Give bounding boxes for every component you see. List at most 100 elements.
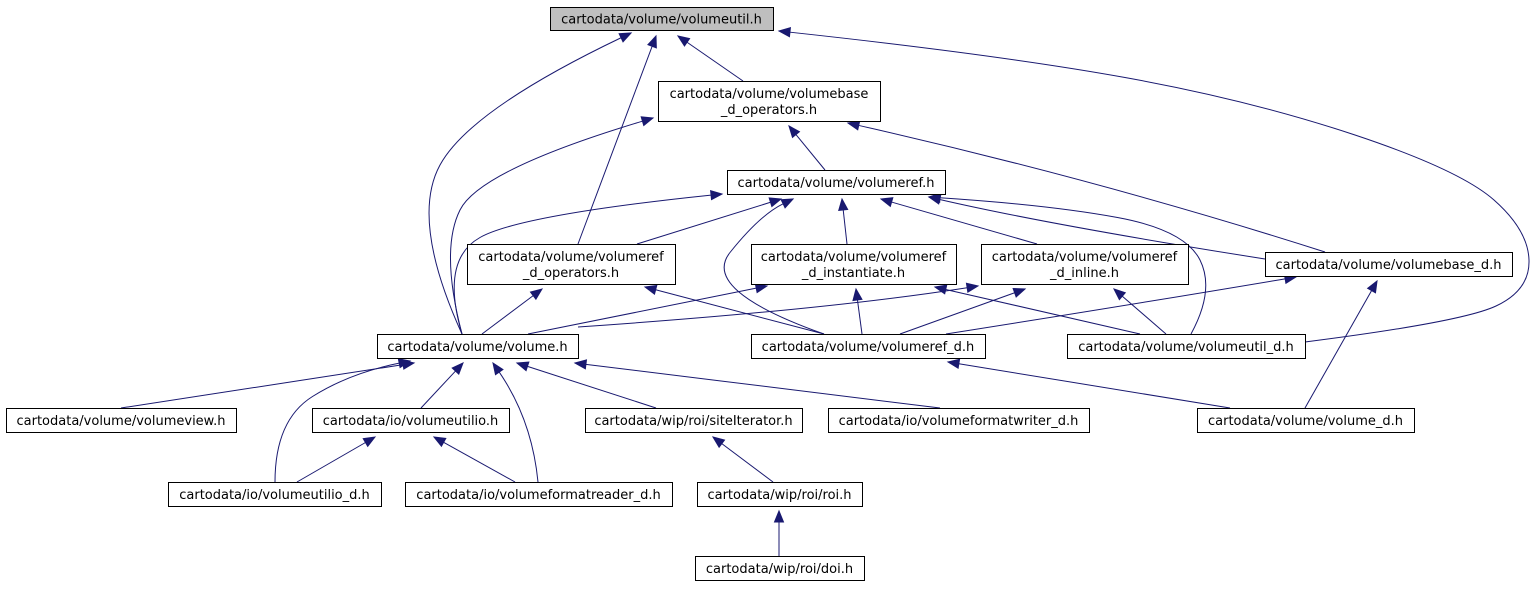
- node[interactable]: cartodata/volume/volumeref_d_instantiate…: [751, 244, 957, 285]
- node[interactable]: cartodata/io/volumeutilio_d.h: [168, 482, 382, 507]
- edge-line: [527, 287, 757, 335]
- node-box[interactable]: [697, 482, 863, 507]
- edge-line: [958, 363, 1231, 409]
- edge-n7-to-n3: [481, 288, 544, 335]
- edge-n4-to-n2: [838, 197, 849, 245]
- node[interactable]: cartodata/io/volumeutilio.h: [312, 408, 510, 433]
- edge-n6-to-n1: [846, 120, 1326, 253]
- root-node[interactable]: cartodata/volume/volumeutil.h: [550, 7, 774, 31]
- edge-line: [899, 292, 1015, 335]
- node[interactable]: cartodata/volume/volumeref_d_operators.h: [467, 244, 676, 285]
- arrowhead: [362, 436, 377, 448]
- node[interactable]: cartodata/volume/volume_d.h: [1197, 408, 1415, 433]
- edge-line: [939, 198, 1266, 260]
- node-box[interactable]: [1265, 252, 1513, 277]
- node-box[interactable]: [405, 482, 673, 507]
- edge-n7-to-n4: [527, 283, 769, 335]
- arrowhead: [618, 32, 633, 43]
- node-box[interactable]: [168, 482, 382, 507]
- node-label: cartodata/volume/volume_d.h: [1208, 414, 1403, 429]
- edge-line: [453, 194, 712, 335]
- edge-line: [120, 364, 404, 409]
- edge-line: [891, 201, 1038, 245]
- edge-line: [858, 124, 1326, 253]
- arrowhead: [1012, 287, 1027, 298]
- node[interactable]: cartodata/volume/volume.h: [377, 334, 579, 359]
- edge-line: [274, 362, 400, 483]
- arrowhead: [492, 361, 504, 376]
- node-label: cartodata/volume/volume.h: [387, 340, 567, 355]
- node-box[interactable]: [828, 408, 1090, 433]
- edge-n7-to-n1: [450, 116, 655, 335]
- node-box[interactable]: [658, 81, 881, 122]
- arrowhead: [879, 197, 894, 208]
- arrowhead: [647, 34, 657, 49]
- edge-n16-to-n11: [432, 436, 516, 483]
- node-label: _d_instantiate.h: [801, 266, 905, 281]
- edge-line: [420, 370, 456, 409]
- edge-line: [577, 46, 653, 245]
- edge-n9-to-n4: [933, 284, 1141, 335]
- node[interactable]: cartodata/volume/volumebase_d.h: [1265, 252, 1513, 277]
- node[interactable]: cartodata/wip/roi/doi.h: [695, 556, 865, 581]
- node-box[interactable]: [695, 556, 865, 581]
- node-box[interactable]: [585, 408, 803, 433]
- node[interactable]: cartodata/io/volumeformatreader_d.h: [405, 482, 673, 507]
- node-box[interactable]: [981, 244, 1189, 285]
- arrowhead: [946, 358, 961, 370]
- node-label: cartodata/volume/volumeref_d.h: [762, 340, 975, 355]
- node-box[interactable]: [727, 170, 946, 195]
- edge-n8-to-n4: [852, 287, 863, 335]
- node-label: cartodata/io/volumeformatreader_d.h: [416, 488, 660, 503]
- node-box[interactable]: [6, 408, 237, 433]
- edge-n10-to-n7: [120, 359, 416, 409]
- node[interactable]: cartodata/io/volumeformatwriter_d.h: [828, 408, 1090, 433]
- edge-n1-to-n0: [676, 35, 744, 82]
- edge-line: [636, 201, 771, 245]
- node-box[interactable]: [467, 244, 676, 285]
- edge-n15-to-n11: [296, 436, 377, 483]
- node-box[interactable]: [1067, 334, 1306, 359]
- edge-line: [686, 41, 744, 82]
- node-label: cartodata/volume/volumebase: [670, 87, 869, 102]
- node-box[interactable]: [550, 7, 774, 31]
- node-box[interactable]: [1197, 408, 1415, 433]
- edge-line: [498, 371, 539, 483]
- node[interactable]: cartodata/volume/volumeutil_d.h: [1067, 334, 1306, 359]
- edge-n13-to-n7: [573, 359, 941, 409]
- edge-n15-to-n7: [274, 358, 412, 483]
- node-box[interactable]: [751, 334, 986, 359]
- edge-line: [481, 295, 534, 335]
- node-box[interactable]: [377, 334, 579, 359]
- edge-n2-to-n1: [788, 124, 826, 171]
- node-box[interactable]: [751, 244, 957, 285]
- arrowhead: [640, 116, 655, 127]
- node[interactable]: cartodata/wip/roi/siteIterator.h: [585, 408, 803, 433]
- node[interactable]: cartodata/volume/volumebase_d_operators.…: [658, 81, 881, 122]
- node-label: cartodata/volume/volumebase_d.h: [1276, 258, 1502, 273]
- edge-n14-to-n8: [946, 358, 1231, 409]
- edges-layer: [120, 27, 1530, 556]
- edge-line: [795, 134, 826, 171]
- edge-line: [577, 287, 968, 328]
- arrowhead: [846, 120, 861, 131]
- node-label: cartodata/wip/roi/doi.h: [706, 562, 853, 577]
- node[interactable]: cartodata/volume/volumeref_d.h: [751, 334, 986, 359]
- node-label: cartodata/volume/volumeutil_d.h: [1078, 340, 1294, 355]
- arrowhead: [710, 189, 724, 201]
- arrowhead: [852, 287, 863, 302]
- arrowhead: [529, 288, 544, 301]
- node[interactable]: cartodata/volume/volumeref_d_inline.h: [981, 244, 1189, 285]
- node-box[interactable]: [312, 408, 510, 433]
- edge-n12-to-n7: [515, 361, 657, 409]
- node[interactable]: cartodata/volume/volumeref.h: [727, 170, 946, 195]
- arrowhead: [1113, 288, 1127, 301]
- node[interactable]: cartodata/wip/roi/roi.h: [697, 482, 863, 507]
- edge-n7-to-n2: [453, 189, 724, 335]
- edge-n5-to-n2: [879, 197, 1038, 245]
- node[interactable]: cartodata/volume/volumeview.h: [6, 408, 237, 433]
- node-label: _d_operators.h: [720, 103, 817, 118]
- edge-line: [1121, 295, 1167, 335]
- edge-n11-to-n7: [420, 362, 464, 409]
